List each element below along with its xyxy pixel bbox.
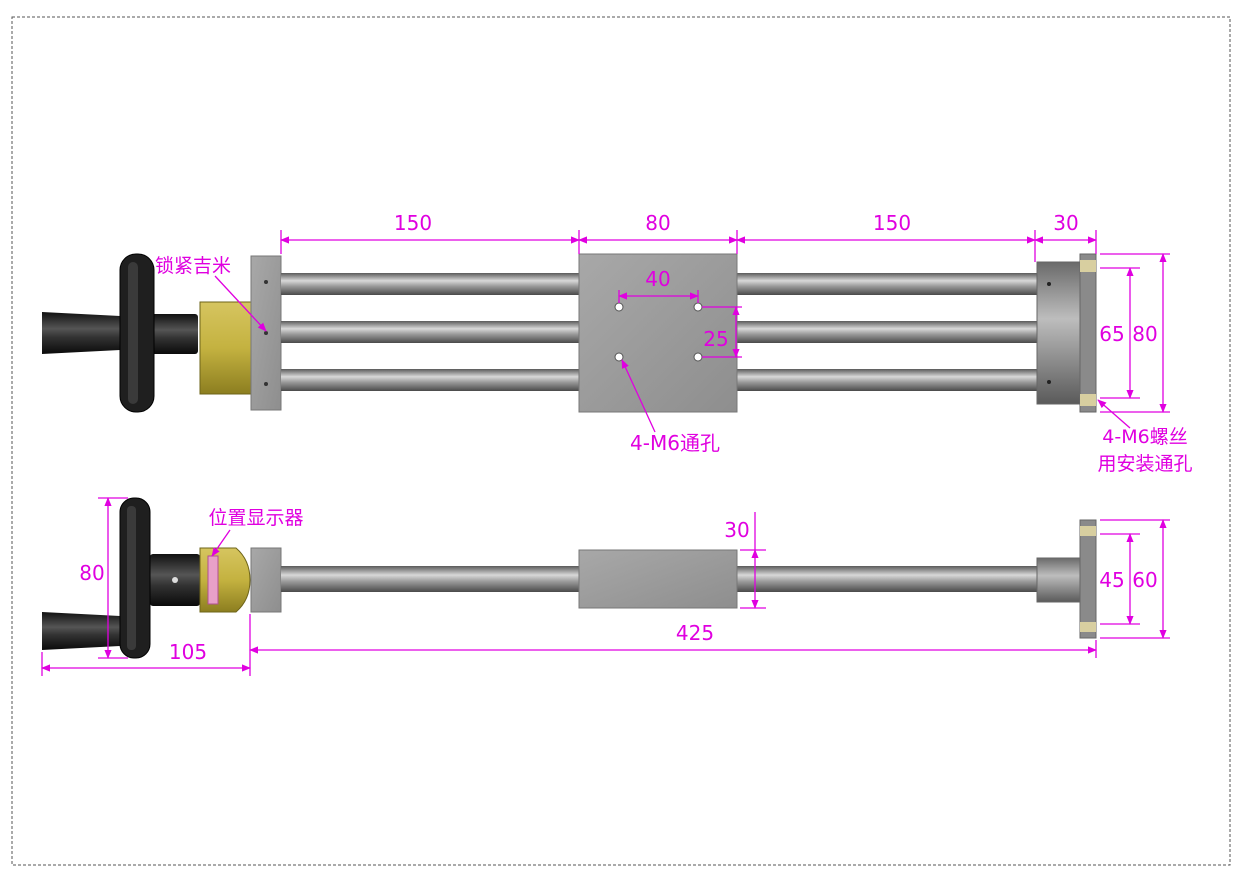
note-lock-handle: 锁紧吉米 bbox=[155, 255, 231, 277]
side-view bbox=[42, 497, 1097, 659]
dim-seg3: 150 bbox=[873, 211, 911, 235]
handle-shaft-side bbox=[42, 612, 120, 650]
dim-total-length: 425 bbox=[676, 621, 714, 645]
right-end-block-top bbox=[1036, 261, 1081, 405]
note-carriage-holes: 4-M6通孔 bbox=[630, 431, 720, 455]
carriage-hole bbox=[693, 352, 703, 362]
note-position-indicator: 位置显示器 bbox=[208, 507, 303, 529]
position-indicator-window bbox=[207, 555, 219, 605]
dim-flange-outer: 60 bbox=[1132, 568, 1157, 592]
dim-hole-spacing-y: 25 bbox=[703, 327, 728, 351]
side-view-dimensions: 80 105 425 30 45 60 位置显示器 bbox=[41, 497, 1170, 676]
note-mount-holes-1: 4-M6螺丝 bbox=[1102, 426, 1187, 448]
dim-flange-inner: 45 bbox=[1099, 568, 1124, 592]
dim-hole-spacing-x: 40 bbox=[645, 267, 670, 291]
drawing-border bbox=[11, 16, 1231, 866]
carriage-plate-side bbox=[578, 549, 738, 609]
dim-carriage-width: 80 bbox=[645, 211, 670, 235]
dim-handwheel-length: 105 bbox=[169, 640, 207, 664]
top-view bbox=[42, 253, 1097, 413]
mount-flange-side bbox=[1079, 519, 1097, 639]
lock-block-top bbox=[199, 301, 253, 395]
right-end-block-side bbox=[1036, 557, 1081, 603]
left-end-plate-side bbox=[250, 547, 282, 613]
handle-shaft-top bbox=[42, 312, 120, 354]
note-mount-holes-2: 用安装通孔 bbox=[1097, 453, 1192, 475]
top-view-dimensions: 150 80 150 30 40 25 65 80 锁紧吉米 4-M6通孔 4-… bbox=[155, 211, 1193, 475]
carriage-hole bbox=[693, 302, 703, 312]
dim-end-height: 80 bbox=[1132, 322, 1157, 346]
dim-carriage-height: 30 bbox=[724, 518, 749, 542]
dim-seg1: 150 bbox=[394, 211, 432, 235]
mount-flange-top bbox=[1079, 253, 1097, 413]
dim-end-block: 30 bbox=[1053, 211, 1078, 235]
dim-handwheel-dia: 80 bbox=[79, 561, 104, 585]
carriage-hole bbox=[614, 352, 624, 362]
carriage-hole bbox=[614, 302, 624, 312]
dim-mount-hole-spacing: 65 bbox=[1099, 322, 1124, 346]
